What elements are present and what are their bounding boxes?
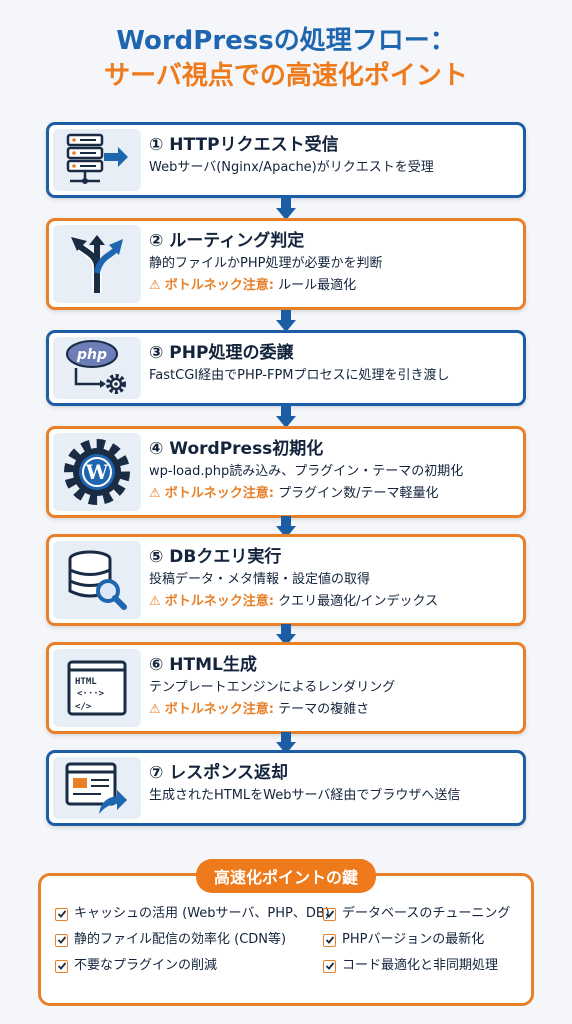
- key-item: データベースのチューニング: [323, 904, 523, 924]
- bottleneck-text: プラグイン数/テーマ軽量化: [278, 486, 439, 501]
- step-description: Webサーバ(Nginx/Apache)がリクエストを受理: [149, 160, 434, 175]
- step-db-query: ⑤ DBクエリ実行 投稿データ・メタ情報・設定値の取得 ⚠ ボトルネック注意: …: [46, 534, 526, 626]
- bottleneck-label: ボトルネック注意:: [164, 278, 274, 293]
- bottleneck-label: ボトルネック注意:: [164, 702, 274, 717]
- svg-text:<···>: <···>: [77, 689, 105, 699]
- key-item: キャッシュの活用 (Webサーバ、PHP、DB): [55, 904, 330, 924]
- step-description: FastCGI経由でPHP-FPMプロセスに処理を引き渡し: [149, 368, 450, 383]
- step-html-generate: HTML <···> </> ⑥ HTML生成 テンプレートエンジンによるレンダ…: [46, 642, 526, 734]
- step-response-return: ⑦ レスポンス返却 生成されたHTMLをWebサーバ経由でブラウザへ送信: [46, 750, 526, 826]
- flow-arrow-down-icon: [276, 516, 296, 538]
- warning-triangle-icon: ⚠: [149, 278, 161, 293]
- bottleneck-label: ボトルネック注意:: [164, 594, 274, 609]
- browser-send-icon: [53, 757, 141, 819]
- warning-triangle-icon: ⚠: [149, 594, 161, 609]
- php-gear-icon: php: [53, 337, 141, 399]
- key-item-label: 静的ファイル配信の効率化 (CDN等): [74, 932, 287, 947]
- svg-text:</>: </>: [75, 702, 92, 712]
- flow-arrow-down-icon: [276, 310, 296, 332]
- step-title: ⑤ DBクエリ実行: [149, 547, 282, 567]
- title-line-2: サーバ視点での高速化ポイント: [104, 61, 468, 92]
- step-title: ② ルーティング判定: [149, 231, 305, 251]
- bottleneck-text: クエリ最適化/インデックス: [278, 594, 439, 609]
- step-wordpress-init: W ④ WordPress初期化 wp-load.php読み込み、プラグイン・テ…: [46, 426, 526, 518]
- step-description: 生成されたHTMLをWebサーバ経由でブラウザへ送信: [149, 788, 461, 803]
- checkbox-checked-icon: [55, 933, 68, 947]
- checkbox-checked-icon: [323, 959, 336, 973]
- flow-arrow-down-icon: [276, 624, 296, 646]
- checkbox-checked-icon: [55, 907, 68, 921]
- warning-triangle-icon: ⚠: [149, 702, 161, 717]
- key-item-label: 不要なプラグインの削減: [74, 958, 218, 973]
- step-title: ④ WordPress初期化: [149, 439, 324, 459]
- key-item: 静的ファイル配信の効率化 (CDN等): [55, 930, 323, 950]
- speed-keys-box: 高速化ポイントの鍵 キャッシュの活用 (Webサーバ、PHP、DB) データベー…: [38, 859, 534, 1006]
- bottleneck-note: ⚠ ボトルネック注意: クエリ最適化/インデックス: [149, 591, 515, 613]
- page-title: WordPressの処理フロー： サーバ視点での高速化ポイント: [0, 26, 572, 92]
- key-item: コード最適化と非同期処理: [323, 956, 523, 976]
- key-item-label: コード最適化と非同期処理: [342, 958, 499, 973]
- key-item: 不要なプラグインの削減: [55, 956, 323, 976]
- warning-triangle-icon: ⚠: [149, 486, 161, 501]
- keys-list: キャッシュの活用 (Webサーバ、PHP、DB) データベースのチューニング 静…: [55, 904, 523, 976]
- bottleneck-text: ルール最適化: [278, 278, 357, 293]
- html-code-window-icon: HTML <···> </>: [53, 649, 141, 727]
- step-description: テンプレートエンジンによるレンダリング: [149, 680, 396, 695]
- step-http-request: ① HTTPリクエスト受信 Webサーバ(Nginx/Apache)がリクエスト…: [46, 122, 526, 198]
- server-icon: [53, 129, 141, 191]
- title-line-1: WordPressの処理フロー：: [116, 26, 456, 56]
- step-title: ① HTTPリクエスト受信: [149, 135, 339, 155]
- step-description: 静的ファイルかPHP処理が必要かを判断: [149, 256, 383, 271]
- step-routing: ② ルーティング判定 静的ファイルかPHP処理が必要かを判断 ⚠ ボトルネック注…: [46, 218, 526, 310]
- svg-text:W: W: [85, 460, 109, 484]
- key-item-label: PHPバージョンの最新化: [342, 932, 485, 947]
- wordpress-gear-icon: W: [53, 433, 141, 511]
- svg-text:php: php: [76, 347, 107, 363]
- bottleneck-text: テーマの複雑さ: [278, 702, 370, 717]
- route-split-arrow-icon: [53, 225, 141, 303]
- flow-arrow-down-icon: [276, 406, 296, 428]
- step-title: ③ PHP処理の委譲: [149, 343, 294, 363]
- step-php-delegate: php ③ PHP処理の委譲 FastCGI経由でPHP-FPMプロセスに処理を…: [46, 330, 526, 406]
- bottleneck-label: ボトルネック注意:: [164, 486, 274, 501]
- checkbox-checked-icon: [323, 933, 336, 947]
- key-item-label: データベースのチューニング: [342, 906, 511, 921]
- step-title: ⑦ レスポンス返却: [149, 763, 288, 783]
- checkbox-checked-icon: [55, 959, 68, 973]
- bottleneck-note: ⚠ ボトルネック注意: テーマの複雑さ: [149, 699, 515, 721]
- step-description: 投稿データ・メタ情報・設定値の取得: [149, 572, 371, 587]
- step-description: wp-load.php読み込み、プラグイン・テーマの初期化: [149, 464, 464, 479]
- key-item-label: キャッシュの活用 (Webサーバ、PHP、DB): [74, 906, 330, 921]
- flow-arrow-down-icon: [276, 198, 296, 220]
- step-title: ⑥ HTML生成: [149, 655, 257, 675]
- bottleneck-note: ⚠ ボトルネック注意: ルール最適化: [149, 275, 515, 297]
- flow-arrow-down-icon: [276, 732, 296, 754]
- bottleneck-note: ⚠ ボトルネック注意: プラグイン数/テーマ軽量化: [149, 483, 515, 505]
- database-search-icon: [53, 541, 141, 619]
- svg-text:HTML: HTML: [75, 677, 97, 687]
- key-item: PHPバージョンの最新化: [323, 930, 523, 950]
- checkbox-checked-icon: [323, 907, 336, 921]
- keys-title-badge: 高速化ポイントの鍵: [195, 859, 377, 893]
